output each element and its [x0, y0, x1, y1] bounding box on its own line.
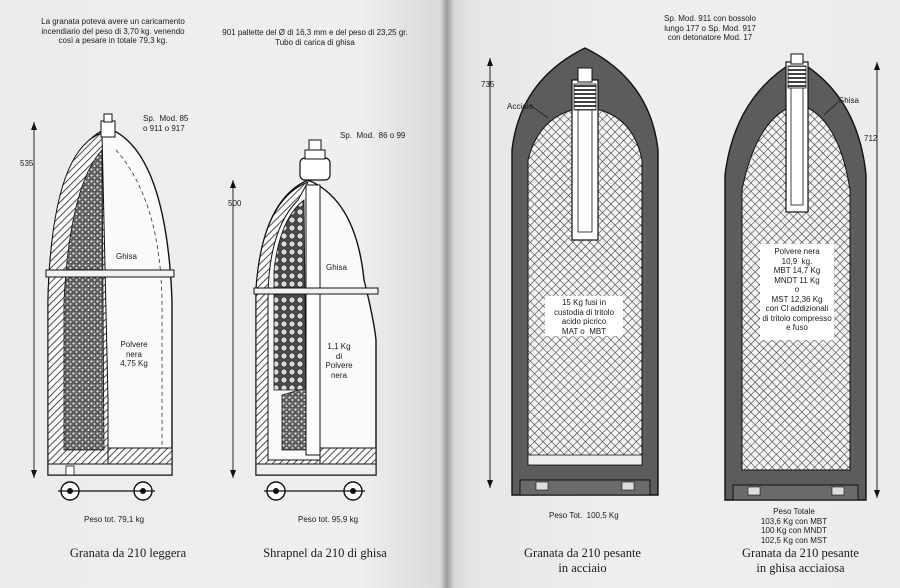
- book-gutter: [440, 0, 454, 588]
- shell-4-charge: Polvere nera 10,9 kg. MBT 14,7 Kg MNDT 1…: [762, 247, 832, 332]
- shell-3-caption: Granata da 210 pesante in acciaio: [524, 546, 641, 575]
- shell-2-caption: Shrapnel da 210 di ghisa: [263, 546, 387, 560]
- shell-2-weight: Peso tot. 95,9 kg: [298, 515, 359, 524]
- note-shrapnel-balls: 901 pallette del Ø di 16,3 mm e del peso…: [222, 28, 408, 47]
- shell-3-charge: 15 Kg fusi in custodia di tritolo acido …: [553, 298, 615, 336]
- shell-2-charge: 1,1 Kg di Polvere nera: [325, 342, 353, 380]
- note-fuze-detonator: Sp. Mod. 911 con bossolo lungo 177 o Sp.…: [664, 14, 756, 42]
- shell-1-drawing: [31, 113, 175, 501]
- shell-2-material: Ghisa: [326, 263, 347, 272]
- shell-3-weight: Peso Tot. 100,5 Kg: [549, 511, 619, 520]
- shell-1-weight: Peso tot. 79,1 kg: [84, 515, 145, 524]
- shell-1-fuze-label: Sp. Mod. 85 o 911 o 917: [143, 114, 189, 133]
- shell-1-caption: Granata da 210 leggera: [69, 546, 187, 560]
- shell-3-drawing: [487, 47, 659, 496]
- shell-2-drawing: [230, 139, 379, 501]
- shell-4-charge-label-box: [760, 244, 834, 340]
- shell-1-dimension: 535: [20, 159, 34, 168]
- shell-4-caption: Granata da 210 pesante in ghisa acciaios…: [742, 546, 859, 575]
- shell-3-material: Acciaio: [507, 102, 533, 111]
- shell-2-dimension: 500: [228, 199, 242, 208]
- shell-1-charge: Polvere nera 4,75 Kg: [120, 340, 148, 368]
- shell-3-dimension: 735: [481, 80, 495, 89]
- shell-1-material: Ghisa: [116, 252, 137, 261]
- shell-2-fuze-label: Sp. Mod. 86 o 99: [340, 131, 406, 140]
- shell-3-charge-label-box: [545, 296, 623, 336]
- shell-4-dimension: 712: [864, 134, 878, 143]
- shell-4-weight: Peso Totale 103,6 Kg con MBT 100 Kg con …: [760, 507, 828, 545]
- note-incendiary-load: La granata poteva avere un caricamento i…: [41, 17, 185, 45]
- shell-4-material: Ghisa: [838, 96, 859, 105]
